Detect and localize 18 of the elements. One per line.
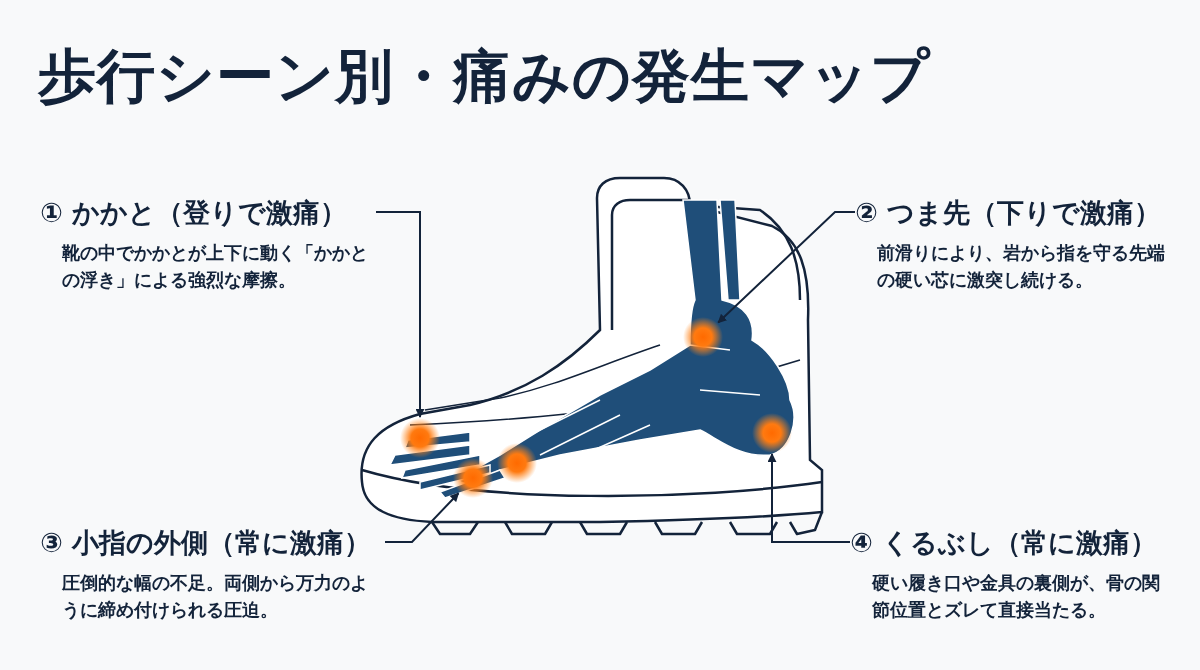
- leader-line: [717, 211, 856, 324]
- title: 歩行シーン別・痛みの発生マップ: [38, 41, 930, 112]
- leader-line: [375, 211, 425, 418]
- callout-heading: ③ 小指の外側（常に激痛）: [40, 526, 373, 560]
- pain-spot: [683, 317, 723, 357]
- callout-text: 圧倒的な幅の不足。両側から万力のように締め付けられる圧迫。: [62, 571, 369, 622]
- callout-text: 硬い履き口や金具の裏側が、骨の関節位置とズレて直接当たる。: [872, 571, 1161, 622]
- callout-heading: ④ くるぶし（常に激痛）: [850, 526, 1159, 560]
- pain-spot: [497, 443, 537, 483]
- pain-spot: [752, 413, 792, 453]
- pain-spot: [400, 418, 440, 458]
- callout-heading: ① かかと（登りで激痛）: [40, 196, 349, 230]
- leader-line: [767, 453, 851, 543]
- callout-text: 靴の中でかかとが上下に動く「かかとの浮き」による強烈な摩擦。: [62, 241, 369, 292]
- leader-line: [384, 492, 460, 543]
- callout-text: 前滑りにより、岩から指を守る先端の硬い芯に激突し続ける。: [877, 241, 1166, 292]
- callout-heading: ② つま先（下りで激痛）: [855, 196, 1163, 230]
- pain-spot: [453, 458, 493, 498]
